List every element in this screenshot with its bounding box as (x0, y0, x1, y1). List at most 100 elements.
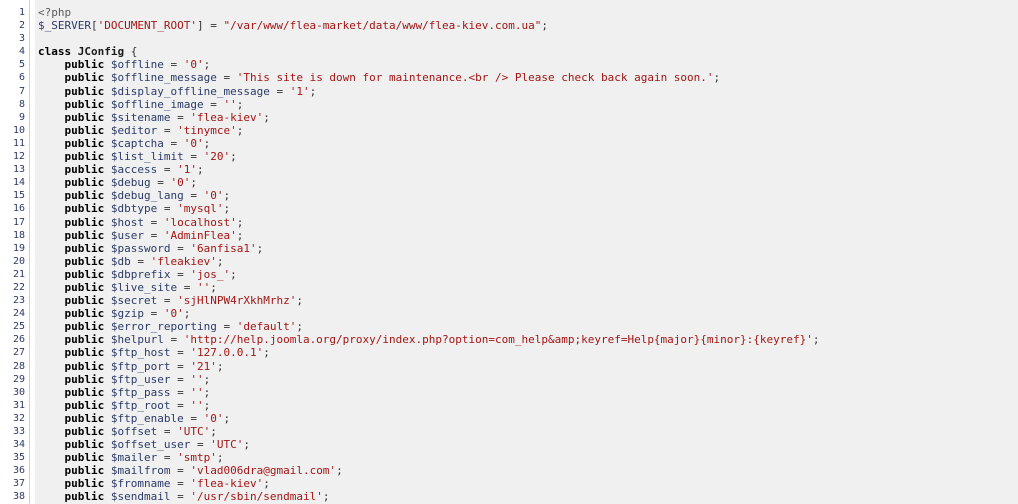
code-token-plain (104, 438, 111, 451)
line-number: 37 (12, 478, 25, 490)
code-token-str: '0' (203, 189, 224, 203)
code-token-str: 'sjHlNPW4rXkhMrhz' (177, 294, 297, 308)
code-token-op: = (216, 320, 237, 334)
code-token-var: $error_reporting (110, 320, 217, 334)
code-token-plain (104, 451, 111, 464)
code-token-plain (104, 150, 111, 163)
code-line[interactable]: public $gzip = '0'; (35, 307, 1018, 320)
code-token-op: = (144, 228, 164, 242)
code-token-op: = (170, 241, 191, 255)
code-token-op: = (170, 398, 191, 412)
code-line[interactable]: public $user = 'AdminFlea'; (35, 229, 1018, 242)
code-line[interactable]: public $access = '1'; (35, 163, 1018, 176)
code-token-punct: ; (236, 215, 244, 229)
code-line[interactable]: public $offset = 'UTC'; (35, 425, 1018, 438)
code-line[interactable]: public $offline_image = ''; (35, 98, 1018, 111)
code-line[interactable]: public $dbprefix = 'jos_'; (35, 268, 1018, 281)
code-token-var: $offset_user (110, 438, 191, 452)
code-token-plain (38, 333, 65, 346)
code-token-punct: ; (223, 411, 231, 425)
code-token-cls: JConfig (77, 45, 125, 59)
code-line[interactable]: public $display_offline_message = '1'; (35, 85, 1018, 98)
code-token-op: = (144, 307, 164, 321)
code-line[interactable]: public $offset_user = 'UTC'; (35, 438, 1018, 451)
code-line[interactable]: public $db = 'fleakiev'; (35, 255, 1018, 268)
code-token-kw: public (64, 150, 105, 164)
line-number: 23 (12, 295, 25, 307)
code-token-str: 'This site is down for maintenance.<br /… (236, 71, 714, 85)
code-line[interactable]: public $mailer = 'smtp'; (35, 451, 1018, 464)
code-token-op: = (203, 19, 224, 33)
code-line[interactable]: public $debug_lang = '0'; (35, 189, 1018, 202)
code-line[interactable]: public $fromname = 'flea-kiev'; (35, 477, 1018, 490)
code-line[interactable]: public $ftp_pass = ''; (35, 386, 1018, 399)
code-token-str: 'flea-kiev' (190, 110, 264, 124)
code-token-punct: { (130, 45, 138, 59)
code-line[interactable]: public $ftp_enable = '0'; (35, 412, 1018, 425)
code-line[interactable] (35, 32, 1018, 45)
code-token-str: 'default' (236, 320, 297, 334)
code-token-plain (38, 386, 65, 399)
code-token-plain (104, 189, 111, 202)
code-line[interactable]: public $mailfrom = 'vlad006dra@gmail.com… (35, 464, 1018, 477)
code-line[interactable]: public $ftp_root = ''; (35, 399, 1018, 412)
code-token-str: '6anfisa1' (190, 241, 257, 255)
code-token-plain (38, 320, 65, 333)
code-token-str: 'smtp' (177, 451, 217, 465)
code-line[interactable]: public $secret = 'sjHlNPW4rXkhMrhz'; (35, 294, 1018, 307)
code-line[interactable]: public $dbtype = 'mysql'; (35, 202, 1018, 215)
code-token-kw: public (64, 398, 105, 412)
code-token-var: $debug (110, 176, 151, 190)
code-line[interactable]: public $debug = '0'; (35, 176, 1018, 189)
code-line[interactable]: public $ftp_port = '21'; (35, 360, 1018, 373)
code-line[interactable]: public $sitename = 'flea-kiev'; (35, 111, 1018, 124)
code-token-plain (38, 412, 65, 425)
code-line[interactable]: class JConfig { (35, 45, 1018, 58)
code-line[interactable]: public $editor = 'tinymce'; (35, 124, 1018, 137)
code-line[interactable]: public $helpurl = 'http://help.joomla.or… (35, 333, 1018, 346)
code-token-op: = (157, 451, 178, 465)
code-token-kw: public (64, 385, 105, 399)
line-number: 1 (18, 7, 25, 18)
code-token-op: = (163, 58, 184, 72)
code-token-plain (38, 477, 65, 490)
code-token-punct: ; (230, 267, 237, 281)
code-line[interactable]: public $offline = '0'; (35, 58, 1018, 71)
code-token-str: 'DOCUMENT_ROOT' (97, 19, 197, 33)
code-line[interactable]: public $captcha = '0'; (35, 137, 1018, 150)
code-token-var: $list_limit (110, 150, 184, 164)
code-token-plain (38, 373, 65, 386)
code-token-op: = (157, 202, 178, 216)
code-line[interactable]: <?php (35, 6, 1018, 19)
code-token-kw: public (64, 241, 105, 255)
code-token-op: = (157, 123, 178, 137)
code-token-plain (104, 58, 111, 71)
code-token-punct: ; (713, 71, 721, 85)
code-line[interactable]: public $offline_message = 'This site is … (35, 71, 1018, 84)
line-number: 27 (12, 347, 25, 359)
code-token-punct: ; (263, 477, 270, 491)
code-token-plain (104, 373, 111, 386)
code-line[interactable]: public $error_reporting = 'default'; (35, 320, 1018, 333)
code-line[interactable]: public $list_limit = '20'; (35, 150, 1018, 163)
code-line[interactable]: public $host = 'localhost'; (35, 216, 1018, 229)
code-token-str: '127.0.0.1' (190, 346, 264, 360)
code-content-area[interactable]: <?php$_SERVER['DOCUMENT_ROOT'] = "/var/w… (35, 0, 1018, 504)
code-line[interactable]: public $password = '6anfisa1'; (35, 242, 1018, 255)
line-number: 24 (12, 308, 25, 320)
code-token-str: '1' (177, 163, 197, 177)
code-line[interactable]: public $sendmail = '/usr/sbin/sendmail'; (35, 490, 1018, 503)
code-token-str: 'flea-kiev' (190, 477, 264, 491)
code-token-var: $mailer (110, 451, 158, 465)
code-token-op: = (157, 294, 178, 308)
line-number: 32 (12, 412, 25, 424)
code-token-op: = (150, 176, 171, 190)
code-token-kw: public (64, 97, 105, 111)
code-line[interactable]: $_SERVER['DOCUMENT_ROOT'] = "/var/www/fl… (35, 19, 1018, 32)
code-line[interactable]: public $ftp_host = '127.0.0.1'; (35, 346, 1018, 359)
code-token-kw: public (64, 163, 105, 177)
code-token-var: $fromname (110, 477, 171, 491)
code-line[interactable]: public $live_site = ''; (35, 281, 1018, 294)
code-line[interactable]: public $ftp_user = ''; (35, 373, 1018, 386)
code-token-plain (38, 268, 65, 281)
